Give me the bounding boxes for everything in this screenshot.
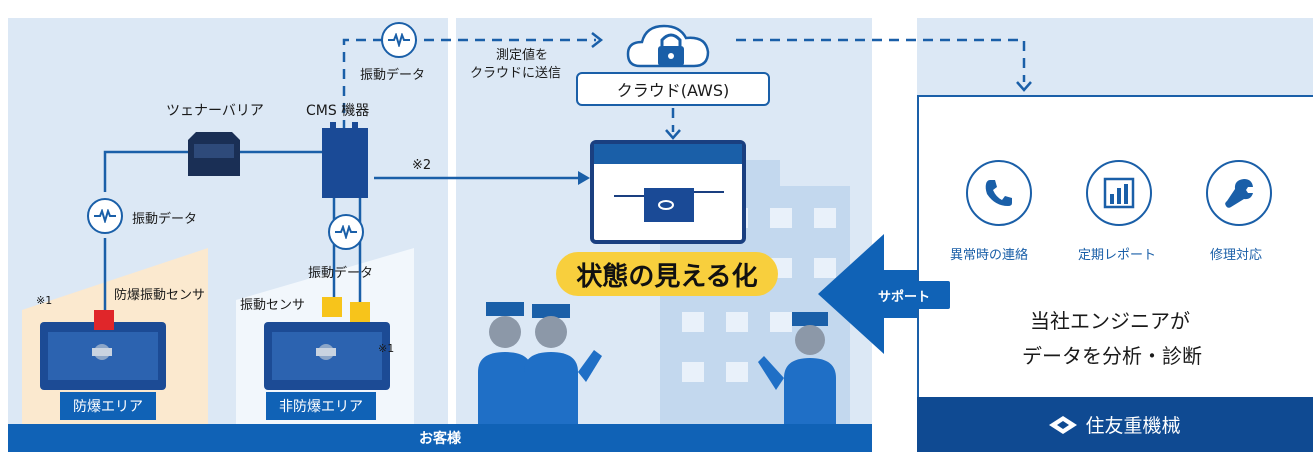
non-explosion-area-tag: 非防爆エリア bbox=[266, 392, 376, 420]
dashed-cms-to-cloud bbox=[342, 38, 596, 130]
engineer-text-line2: データを分析・診断 bbox=[1022, 344, 1202, 368]
brand-bar: 住友重機械 bbox=[917, 397, 1313, 452]
service-label-repair: 修理対応 bbox=[1210, 248, 1263, 263]
explosion-sensor-label: 防爆振動センサ bbox=[114, 288, 206, 303]
gearbox-right bbox=[264, 322, 390, 390]
brand-name: 住友重機械 bbox=[1085, 415, 1181, 437]
bar-chart-icon bbox=[1086, 160, 1152, 226]
explosion-proof-sensor bbox=[94, 310, 114, 330]
cms-device-label: CMS 機器 bbox=[306, 103, 370, 119]
customer-bar: お客様 bbox=[8, 424, 872, 452]
brand-logo-icon bbox=[1049, 415, 1078, 434]
vib-data-label-mid: 振動データ bbox=[308, 266, 374, 281]
note2-label: ※2 bbox=[412, 158, 432, 173]
vibration-wave-icon-left bbox=[87, 198, 123, 234]
arrow-to-display bbox=[578, 171, 590, 185]
support-panel-top bbox=[917, 18, 1313, 96]
customer-people bbox=[478, 302, 602, 424]
wire-lines bbox=[103, 150, 580, 310]
zener-barrier-device bbox=[188, 132, 240, 176]
note1-left-label: ※1 bbox=[36, 294, 53, 307]
vib-data-label-left: 振動データ bbox=[132, 212, 198, 227]
gearbox-left bbox=[40, 322, 166, 390]
service-label-report: 定期レポート bbox=[1078, 248, 1157, 263]
dashed-lines bbox=[342, 38, 1026, 132]
measure-label-line1: 測定値を bbox=[496, 48, 549, 63]
engineer-text-line1: 当社エンジニアが bbox=[1030, 309, 1190, 333]
vibration-sensor-2 bbox=[350, 302, 370, 322]
visualization-badge: 状態の見える化 bbox=[556, 252, 778, 296]
vibration-wave-icon-top bbox=[381, 22, 417, 58]
wrench-icon bbox=[1206, 160, 1272, 226]
cloud-aws-box: クラウド(AWS) bbox=[576, 72, 770, 106]
measure-label-line2: クラウドに送信 bbox=[470, 66, 562, 81]
vibration-sensor-1 bbox=[322, 297, 342, 317]
phone-icon bbox=[966, 160, 1032, 226]
support-label: サポート bbox=[858, 281, 950, 309]
dashed-cloud-to-support bbox=[736, 38, 1026, 82]
note1-right-label: ※1 bbox=[378, 342, 395, 355]
cms-device bbox=[322, 122, 368, 198]
vib-sensor-label: 振動センサ bbox=[240, 298, 306, 313]
monitor-display bbox=[590, 140, 746, 244]
engineer-support-panel bbox=[917, 95, 1313, 452]
engineer-person bbox=[758, 312, 836, 424]
wire-barrier-left bbox=[103, 150, 188, 192]
service-label-contact: 異常時の連絡 bbox=[950, 248, 1029, 263]
zener-barrier-label: ツェナーバリア bbox=[166, 103, 264, 119]
vibration-wave-icon-mid bbox=[328, 214, 364, 250]
cloud-shape bbox=[626, 24, 710, 68]
explosion-area-tag: 防爆エリア bbox=[60, 392, 156, 420]
vib-data-label-top: 振動データ bbox=[360, 68, 426, 83]
